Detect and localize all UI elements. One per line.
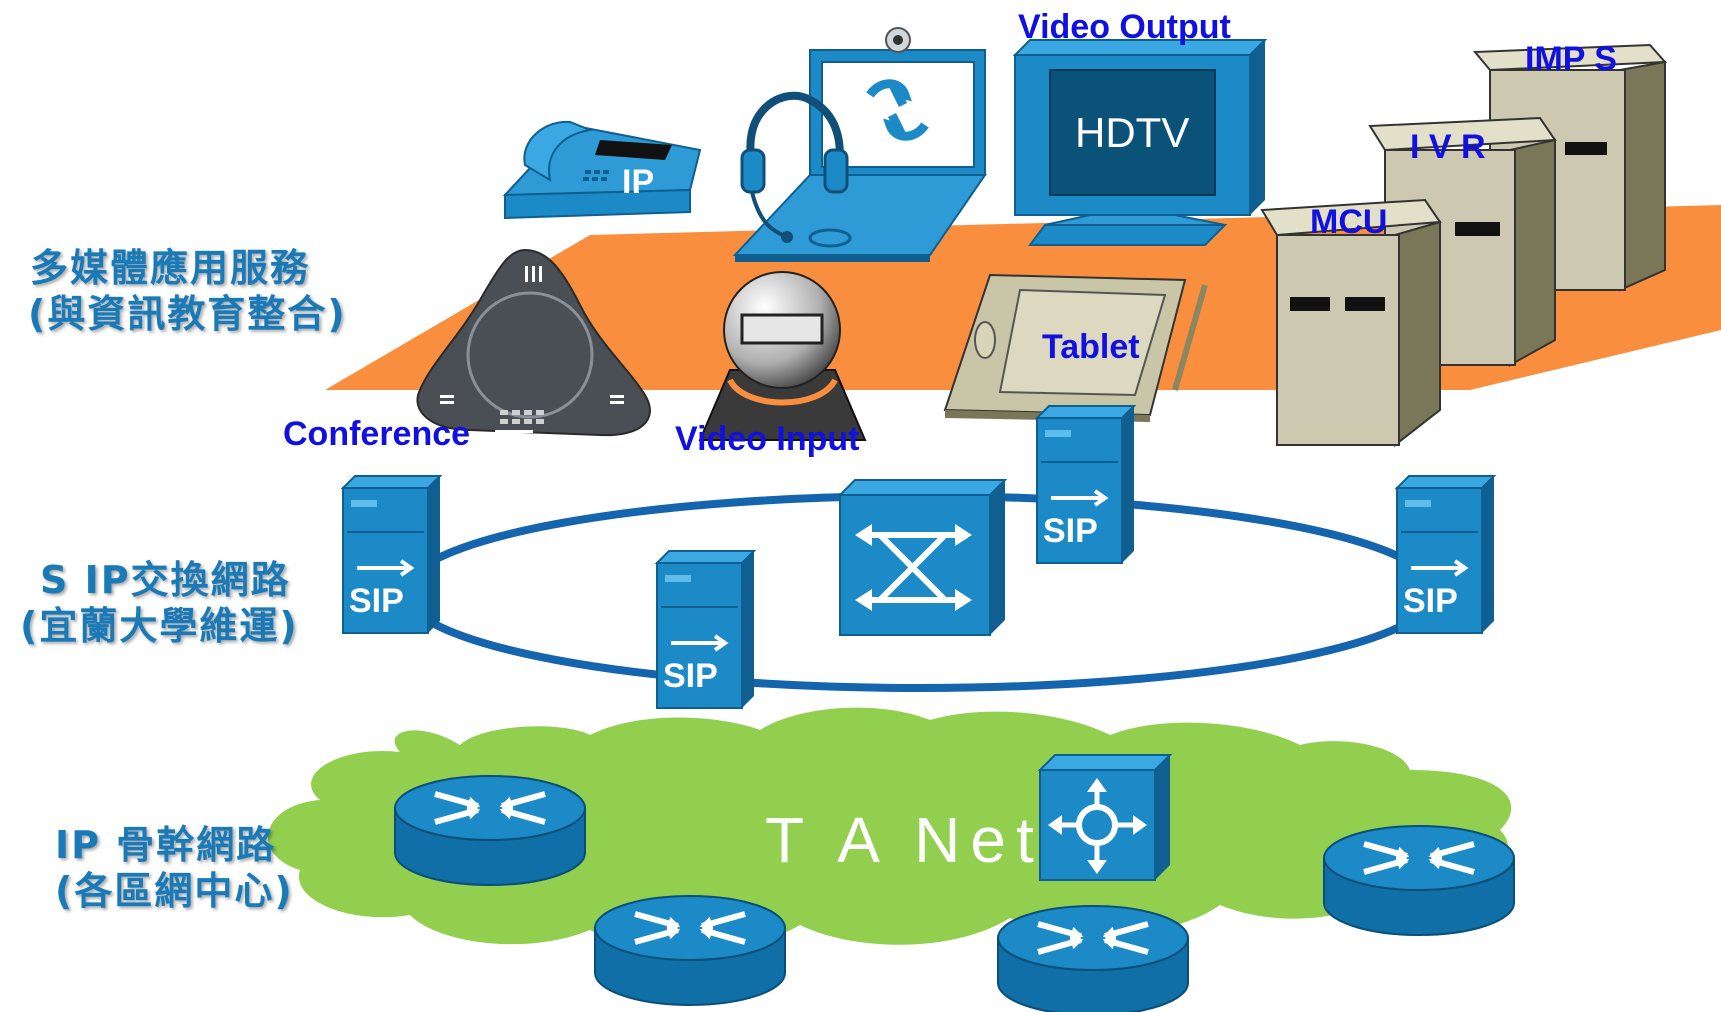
sip-server-label: SIP: [349, 582, 404, 620]
mcu-label: MCU: [1310, 203, 1387, 241]
conference-phone-icon: [416, 248, 651, 440]
layer-label-backbone-line1: IP 骨幹網路: [55, 823, 277, 867]
imps-label: IMP S: [1525, 40, 1617, 78]
sip-server-icon: SIP: [1394, 475, 1497, 634]
layer3-switch-icon: [1037, 754, 1173, 881]
hdtv-icon: HDTV: [1012, 39, 1268, 246]
layer-label-multimedia: 多媒體應用服務 (與資訊教育整合): [28, 245, 347, 337]
video-input-label: Video Input: [675, 420, 859, 458]
layer-label-sip-line2: (宜蘭大學維運): [20, 604, 299, 648]
router-icon: [997, 905, 1189, 1012]
sip-server-label: SIP: [1403, 582, 1458, 620]
layer-label-sip-line1: S IP交換網路: [40, 558, 291, 602]
laptop-icon: [732, 27, 987, 262]
tanet-cloud: [267, 707, 1512, 952]
sip-server-icon: SIP: [654, 550, 757, 709]
tablet-label: Tablet: [1042, 328, 1140, 366]
sip-switch-icon: [837, 479, 1008, 636]
layer-label-multimedia-line2: (與資訊教育整合): [28, 292, 347, 336]
tanet-label: T A Net: [765, 804, 1044, 876]
layer-label-sip: S IP交換網路 (宜蘭大學維運): [20, 557, 299, 649]
router-icon: [1323, 825, 1515, 936]
ivr-label: I V R: [1410, 128, 1486, 166]
imps-server: [1472, 43, 1668, 292]
sip-server-icon: SIP: [340, 475, 443, 634]
mcu-server: [1260, 198, 1442, 448]
sip-server-label: SIP: [663, 657, 718, 695]
layer-label-backbone-line2: (各區網中心): [55, 869, 294, 913]
router-icon: [394, 775, 586, 886]
layer-label-backbone: IP 骨幹網路 (各區網中心): [55, 822, 294, 914]
video-camera-icon: [698, 271, 867, 441]
sip-server-icon: SIP: [1034, 405, 1137, 564]
video-output-label: Video Output: [1018, 8, 1231, 46]
tablet-icon: [943, 273, 1208, 422]
conference-label: Conference: [283, 415, 470, 453]
router-icon: [594, 895, 786, 1006]
sip-server-label: SIP: [1043, 512, 1098, 550]
ip-phone-label: IP: [622, 163, 654, 201]
layer-label-multimedia-line1: 多媒體應用服務: [30, 246, 311, 290]
ip-phone-icon: IP: [502, 120, 702, 220]
hdtv-label: HDTV: [1075, 109, 1189, 156]
